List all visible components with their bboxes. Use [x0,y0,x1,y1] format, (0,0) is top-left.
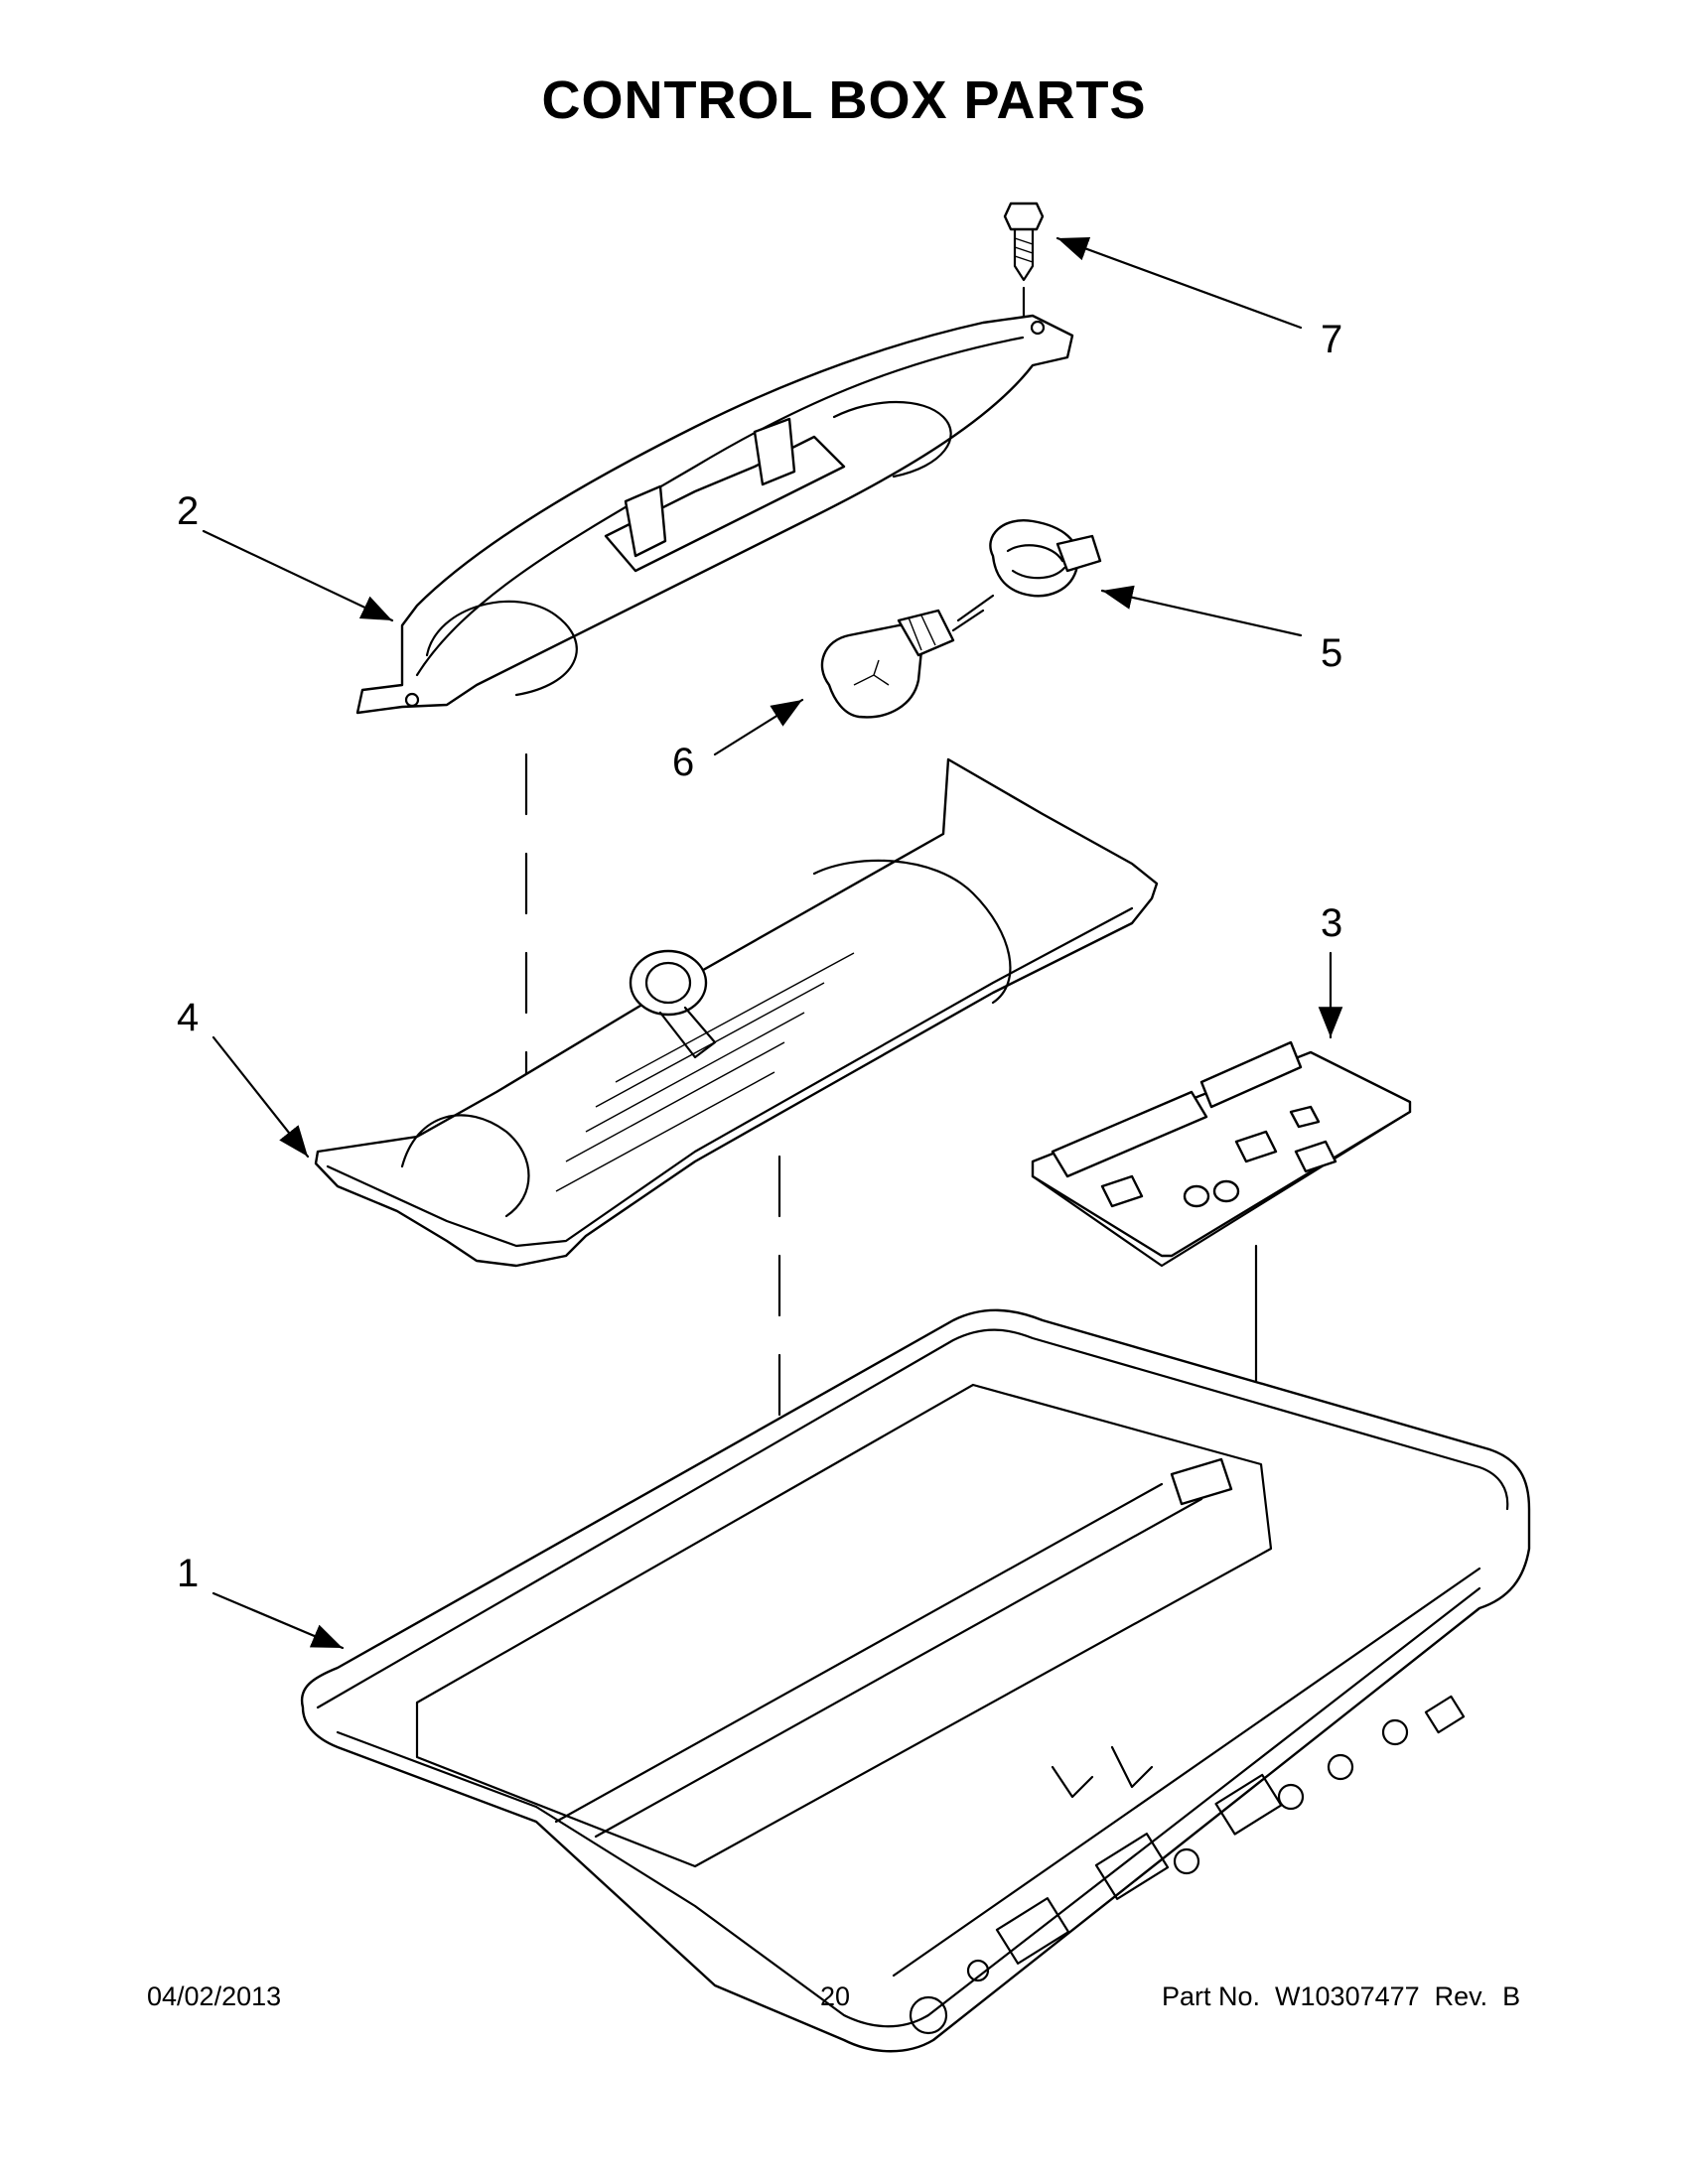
page-title: CONTROL BOX PARTS [541,70,1147,130]
footer-date: 04/02/2013 [147,1981,282,2011]
light-lens-tray-icon [314,757,1159,1268]
leader-4 [211,1035,310,1159]
leader-1 [211,1591,345,1650]
control-box-housing-icon [300,1308,1531,2053]
callout-6: 6 [672,741,695,784]
screw-icon [1003,202,1045,282]
leader-6 [713,698,804,756]
footer-part-number: Part No. W10307477 Rev. B [1162,1981,1521,2011]
callout-4: 4 [177,996,200,1039]
callout-1: 1 [177,1552,200,1595]
control-board-icon [1031,1040,1412,1268]
lamp-socket-icon [956,519,1102,622]
callout-2: 2 [177,489,200,533]
callout-5: 5 [1321,631,1343,675]
leader-2 [202,529,394,622]
light-housing-cover-icon [355,314,1074,715]
leader-7 [1055,236,1303,330]
callout-7: 7 [1321,318,1343,361]
leader-5 [1100,585,1303,637]
footer-page-number: 20 [820,1981,851,2011]
light-bulb-icon [820,609,985,719]
callout-3: 3 [1321,901,1343,945]
